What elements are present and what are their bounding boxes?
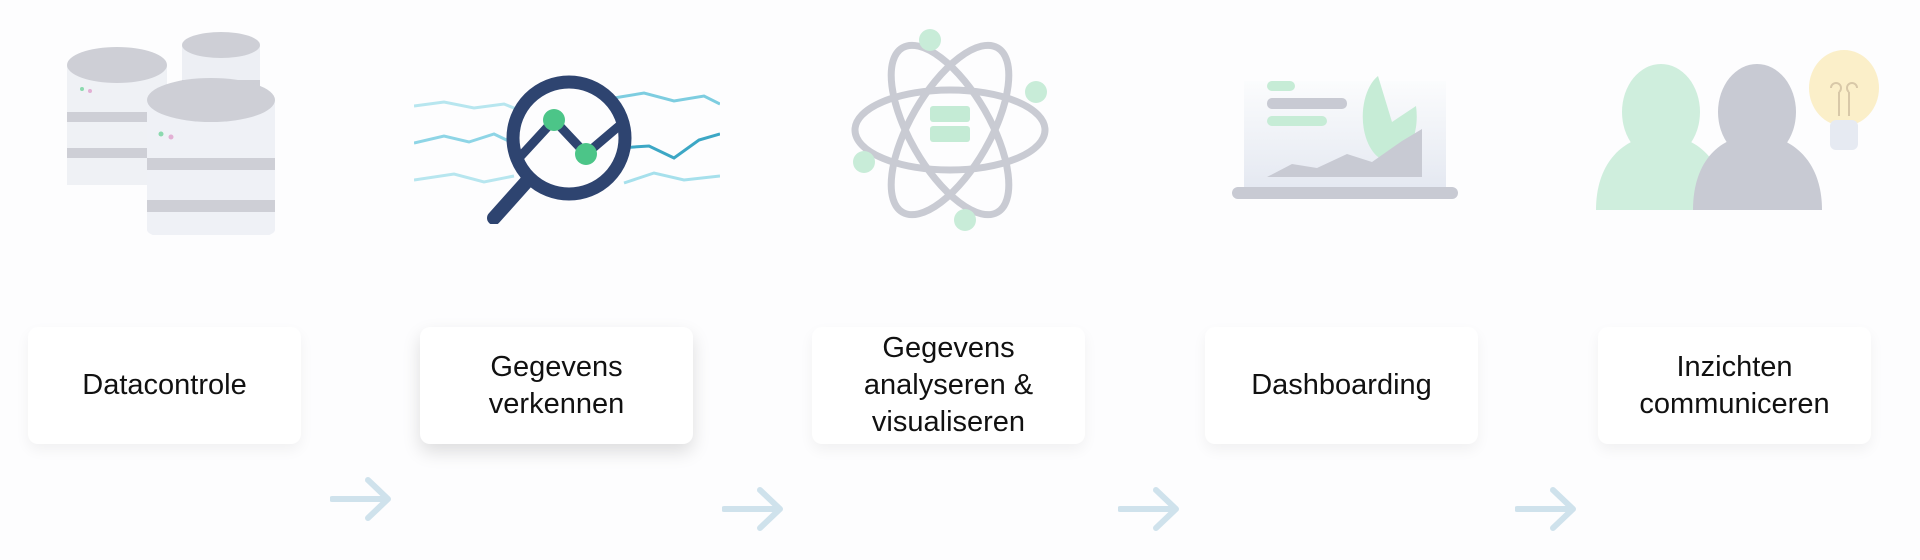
step-label: Inzichten communiceren — [1639, 350, 1830, 420]
step-card-dashboarding[interactable]: Dashboarding — [1205, 327, 1478, 444]
magnifier-chart-icon — [414, 75, 720, 224]
step-label: Dashboarding — [1251, 369, 1432, 401]
arrow-right-icon — [1118, 487, 1179, 531]
step-card-datacontrole[interactable]: Datacontrole — [28, 327, 301, 444]
step-card-gegevens-verkennen[interactable]: Gegevens verkennen — [420, 327, 693, 444]
arrow-right-icon — [1515, 487, 1576, 531]
step-label: Gegevens analyseren & visualiseren — [863, 332, 1034, 438]
people-lightbulb-icon — [1596, 50, 1879, 210]
step-card-inzichten-communiceren[interactable]: Inzichten communiceren — [1598, 327, 1871, 444]
atom-icon — [851, 29, 1049, 231]
step-label: Gegevens verkennen — [488, 350, 625, 420]
step-label: Datacontrole — [82, 369, 247, 401]
arrow-right-icon — [722, 487, 783, 531]
step-card-analyseren-visualiseren[interactable]: Gegevens analyseren & visualiseren — [812, 327, 1085, 444]
database-icon — [67, 32, 275, 235]
arrow-right-icon — [330, 477, 391, 521]
dashboard-icon — [1232, 76, 1458, 199]
